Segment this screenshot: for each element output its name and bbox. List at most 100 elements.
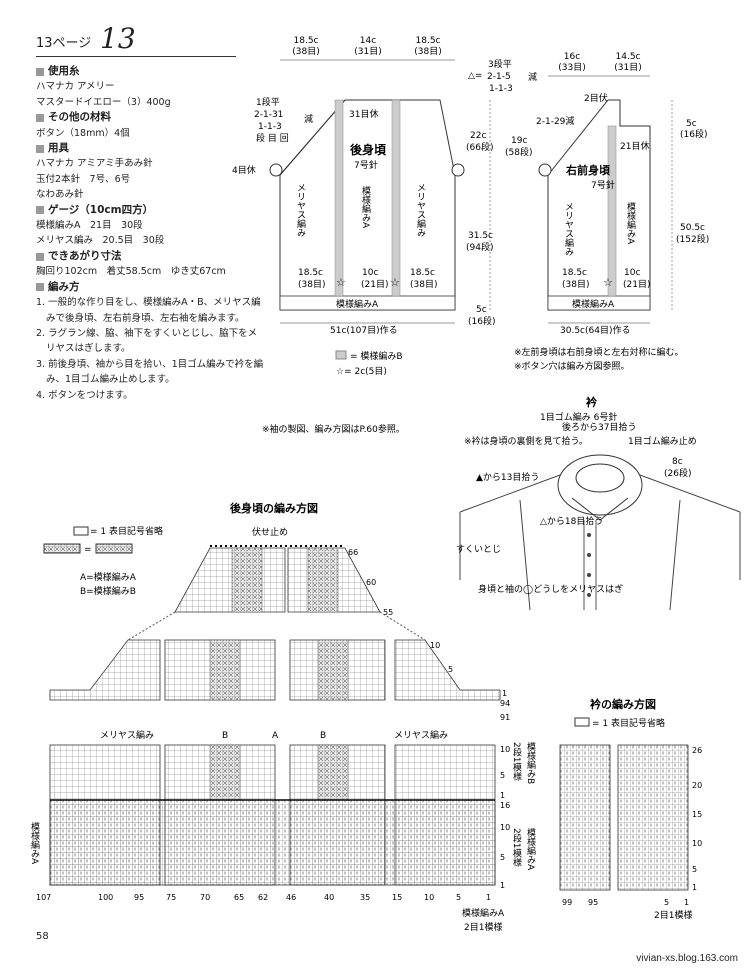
dim-label: 5c	[476, 305, 487, 315]
button-icon	[587, 533, 591, 537]
stitch-label: 模様編みA	[360, 186, 371, 229]
col-number: 46	[286, 893, 296, 902]
row-number: 10	[692, 839, 702, 848]
band-label: 模様編みA	[572, 298, 615, 310]
side-label: 2段1模様	[511, 828, 522, 866]
section-heading: 編み方	[48, 280, 80, 293]
legend-label: = 1 表目記号省略	[592, 717, 665, 729]
front-band	[547, 295, 651, 311]
front-body-schematic: ☆ △= 3段平 2-1-5 1-1-3 減 16c (33目) 14.5c (…	[466, 52, 709, 336]
col-number: 5	[456, 893, 461, 902]
materials-column: 使用糸 ハマナカ アメリー マスタードイエロー（3）400g その他の材料 ボタ…	[36, 64, 266, 403]
cast-label: 30.5c(64目)作る	[560, 324, 630, 336]
front-title: 右前身頃	[565, 163, 611, 177]
collar-label: △から18目拾う	[540, 515, 603, 527]
row-number: 1	[692, 883, 697, 892]
dim-label: 18.5c	[416, 36, 441, 46]
circle-mark-icon	[451, 163, 465, 177]
section-method: 編み方 1. 一般的な作り目をし、模様編みA・B、メリヤス編みで後身頃、左右前身…	[36, 280, 266, 403]
chart-def: B=模様編みB	[80, 585, 136, 597]
section-heading: 使用糸	[48, 65, 80, 77]
dim-label: (66段)	[466, 141, 493, 153]
bind-off-label: 伏せ止め	[252, 526, 288, 538]
center-hold-label: 31目休	[349, 108, 378, 120]
legend-label: = 1 表目記号省略	[90, 525, 163, 537]
bottom-label: 模様編みA	[462, 907, 505, 919]
cable-symbol-icon	[43, 543, 81, 554]
collar-label: 身頃と袖の◯どうしをメリヤスはぎ	[478, 583, 623, 595]
hold-label: 4目休	[232, 164, 256, 176]
dec-label: 2-1-31	[254, 110, 283, 120]
section-heading: ゲージ（10cm四方）	[48, 203, 154, 216]
row-number: 5	[692, 865, 697, 874]
col-number: 100	[98, 893, 113, 902]
dim-label: (21目)	[623, 279, 650, 290]
star-icon: ☆	[603, 276, 613, 289]
col-number: 1	[684, 898, 689, 907]
row-number: 66	[348, 548, 358, 557]
band-label: メリヤス編み	[394, 729, 448, 741]
legend-box	[73, 526, 89, 536]
text-line: マスタードイエロー（3）400g	[36, 96, 171, 108]
col-number: 107	[36, 893, 51, 902]
bullet-square-icon	[36, 113, 44, 122]
cable-symbol-icon	[95, 543, 133, 554]
stitch-label: メリヤス編み	[295, 183, 306, 237]
dec-label: 減	[528, 71, 537, 83]
col-number: 40	[324, 893, 334, 902]
neck-label: 2目伏	[584, 92, 608, 104]
dec-label: 2-1-5	[487, 72, 511, 82]
row-number: 16	[500, 801, 510, 810]
band-label: メリヤス編み	[100, 729, 154, 741]
row-number: 1	[500, 791, 505, 800]
dim-label: 18.5c	[410, 268, 435, 278]
dim-label: 31.5c	[468, 231, 493, 241]
collar-label: ※衿は身頃の裏側を見て拾う。	[464, 435, 588, 447]
page-footer-number: 58	[36, 931, 49, 942]
dim-label: (31目)	[354, 46, 381, 57]
dim-label: 5c	[686, 119, 697, 129]
collar-label: 後ろから37目拾う	[562, 421, 636, 433]
dec-label: 1-1-3	[258, 122, 282, 132]
col-number: 65	[234, 893, 244, 902]
col-number: 62	[258, 893, 268, 902]
collar-label: 1目ゴム編み止め	[628, 435, 697, 447]
chart-def: A=模様編みA	[80, 571, 137, 583]
row-number: 60	[366, 578, 376, 587]
dim-label: (38目)	[298, 279, 325, 290]
bullet-square-icon	[36, 252, 44, 261]
text-line: 模様編みA 21目 30段	[36, 220, 143, 232]
band-label: B	[222, 731, 228, 741]
back-band	[279, 295, 456, 311]
dim-label: (152段)	[676, 233, 709, 245]
row-number: 1	[502, 689, 507, 698]
back-chart: 後身頃の編み方図 = 1 表目記号省略 = A=模様編みA B=模様編みB 伏せ…	[29, 501, 536, 933]
dim-label: 50.5c	[680, 223, 705, 233]
col-number: 1	[486, 893, 491, 902]
back-body-schematic: ☆ ☆ 18.5c (38目) 14c (31目) 18.5c (38目) 1段…	[232, 36, 465, 336]
step-item: 4. ボタンをつけます。	[36, 389, 133, 401]
col-number: 70	[200, 893, 210, 902]
text-line: 胸回り102cm 着丈58.5cm ゆき丈67cm	[36, 266, 226, 278]
chart-title: 衿の編み方図	[590, 697, 656, 711]
dec-label: 3段平	[488, 58, 512, 70]
col-number: 75	[166, 893, 176, 902]
dim-label: (38目)	[562, 279, 589, 290]
row-number: 55	[383, 608, 393, 617]
chart-title: 後身頃の編み方図	[230, 501, 318, 515]
text-line: ハマナカ アメリー	[36, 81, 115, 93]
col-number: 10	[424, 893, 434, 902]
dim-label: (38目)	[410, 279, 437, 290]
note-text: ※ボタン穴は編み方図参照。	[514, 360, 630, 372]
section-gauge: ゲージ（10cm四方） 模様編みA 21目 30段 メリヤス編み 20.5目 3…	[36, 203, 266, 249]
row-number: 10	[500, 745, 510, 754]
section-heading: 用具	[48, 142, 69, 155]
star-icon: ☆	[336, 276, 346, 289]
bullet-square-icon	[36, 206, 44, 215]
row-number: 20	[692, 781, 702, 790]
col-number: 15	[392, 893, 402, 902]
stitch-label: 模様編みA	[625, 202, 636, 245]
pattern-b-strip	[391, 99, 401, 297]
text-line: なわあみ針	[36, 189, 84, 201]
